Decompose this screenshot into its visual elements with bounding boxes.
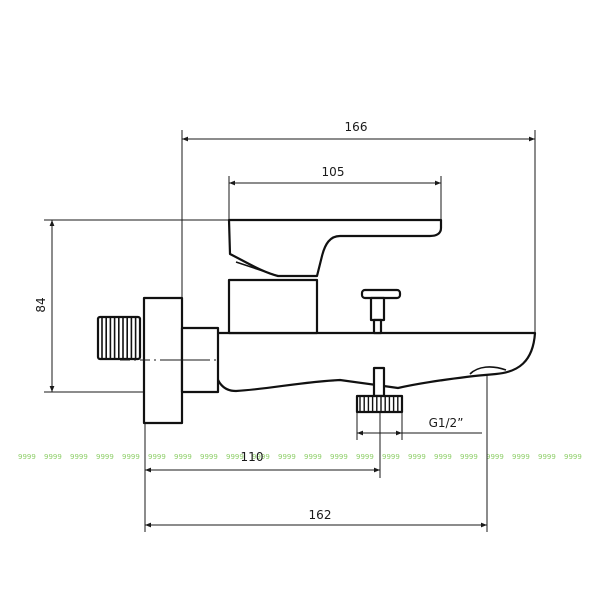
spout-body <box>214 331 537 393</box>
watermark-mark: 9999 <box>174 453 192 461</box>
outlet-stem <box>372 366 386 398</box>
dimension-lines <box>49 136 535 528</box>
watermark-mark: 9999 <box>18 453 36 461</box>
watermark-mark: 9999 <box>44 453 62 461</box>
watermark-mark: 9999 <box>486 453 504 461</box>
watermark-mark: 9999 <box>512 453 530 461</box>
dim-label-110: 110 <box>241 450 264 464</box>
watermark-mark: 9999 <box>434 453 452 461</box>
watermark-mark: 9999 <box>122 453 140 461</box>
dimension-labels: 166 105 84 110 162 G1/2” <box>34 120 463 522</box>
faucet-outline <box>96 218 537 425</box>
dim-label-162: 162 <box>309 508 332 522</box>
diverter-knob <box>360 288 402 335</box>
watermark-mark: 9999 <box>96 453 114 461</box>
watermark-mark: 9999 <box>200 453 218 461</box>
dim-label-166: 166 <box>345 120 368 134</box>
watermark-mark: 9999 <box>304 453 322 461</box>
watermark-mark: 9999 <box>460 453 478 461</box>
watermark-mark: 9999 <box>538 453 556 461</box>
extension-lines <box>44 130 536 532</box>
watermark-mark: 9999 <box>356 453 374 461</box>
dim-label-thread: G1/2” <box>429 416 464 430</box>
lever-handle <box>227 218 443 278</box>
watermark-mark: 9999 <box>278 453 296 461</box>
watermark-mark: 9999 <box>226 453 244 461</box>
cartridge-block <box>227 278 319 335</box>
watermark-mark: 9999 <box>382 453 400 461</box>
dim-label-105: 105 <box>322 165 345 179</box>
watermark-mark: 9999 <box>330 453 348 461</box>
watermark-mark: 9999 <box>564 453 582 461</box>
outlet-threads <box>359 397 399 411</box>
watermark-mark: 9999 <box>408 453 426 461</box>
watermark-mark: 9999 <box>70 453 88 461</box>
dim-label-84: 84 <box>34 297 48 312</box>
watermark-mark: 9999 <box>148 453 166 461</box>
inlet-threads <box>101 318 137 358</box>
watermark-mark: 9999 <box>252 453 270 461</box>
watermark-band: 9999 9999 9999 9999 9999 9999 9999 9999 9999 9999… <box>18 453 582 461</box>
